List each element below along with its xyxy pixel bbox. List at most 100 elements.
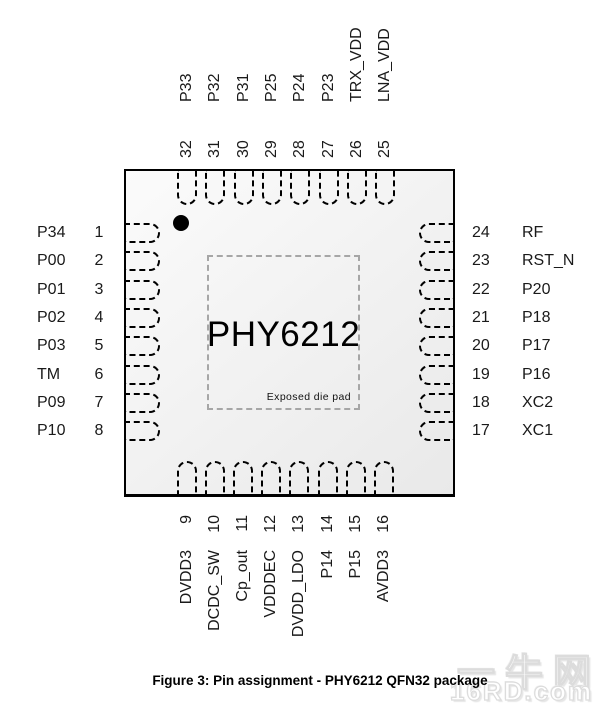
pin-number-5: 5 [94, 337, 104, 355]
pin-name-P10: P10 [37, 422, 66, 440]
pin-number-21: 21 [472, 308, 490, 326]
watermark-cjk: 一牛网 [456, 652, 602, 695]
pin-shape-29 [261, 169, 282, 205]
pin-number-6: 6 [94, 365, 104, 383]
pin-shape-25 [375, 169, 396, 205]
pin-number-27: 27 [319, 140, 337, 158]
pin-number-1: 1 [94, 224, 104, 241]
pin-number-17: 17 [472, 422, 490, 440]
pin-name-P34: P34 [37, 224, 66, 241]
pin-name-P00: P00 [37, 252, 66, 270]
pin-shape-13 [289, 461, 310, 497]
pin-name-P01: P01 [37, 280, 66, 298]
pin-name-P15: P15 [346, 550, 364, 579]
pin-number-18: 18 [472, 393, 490, 411]
pin-name-Cp_out: Cp_out [234, 550, 252, 602]
pin-number-29: 29 [262, 140, 280, 158]
pin1-marker-dot [173, 215, 189, 231]
pin-name-P09: P09 [37, 393, 66, 411]
pin-shape-6 [124, 364, 160, 385]
pin-number-9: 9 [178, 515, 195, 524]
pin-number-2: 2 [94, 252, 104, 270]
pin-shape-14 [317, 461, 338, 497]
pin-shape-24 [419, 223, 455, 243]
pin-shape-31 [205, 169, 226, 205]
pin-number-19: 19 [472, 365, 490, 383]
pin-number-16: 16 [374, 515, 392, 533]
pin-name-P32: P32 [206, 73, 224, 102]
pin-shape-15 [345, 461, 366, 497]
die-pad-label: Exposed die pad [266, 391, 351, 403]
pin-number-10: 10 [206, 515, 224, 533]
figure-caption: Figure 3: Pin assignment - PHY6212 QFN32… [152, 673, 488, 688]
pin-name-XC2: XC2 [522, 393, 554, 411]
pin-shape-11 [233, 461, 254, 497]
pin-shape-28 [290, 169, 311, 205]
pin-name-P02: P02 [37, 308, 66, 326]
pin-name-P24: P24 [291, 73, 309, 102]
pin-number-24: 24 [472, 224, 490, 241]
pin-shape-2 [124, 251, 160, 272]
pin-shape-18 [419, 392, 455, 413]
pin-name-DVDD3: DVDD3 [178, 550, 195, 605]
pin-shape-9 [177, 461, 197, 497]
pin-number-4: 4 [94, 308, 104, 326]
pin-name-TM: TM [37, 365, 61, 383]
exposed-die-pad: PHY6212 Exposed die pad [207, 255, 360, 410]
pin-number-22: 22 [472, 280, 490, 298]
pin-number-20: 20 [472, 337, 490, 355]
pin-shape-19 [419, 364, 455, 385]
watermark-url: 16RD.com [449, 675, 594, 704]
pin-shape-23 [419, 251, 455, 272]
pin-name-P33: P33 [178, 73, 195, 102]
pin-shape-30 [233, 169, 254, 205]
pin-number-13: 13 [290, 515, 308, 533]
pin-name-TRX_VDD: TRX_VDD [347, 27, 365, 102]
pin-shape-22 [419, 279, 455, 300]
pin-number-23: 23 [472, 252, 490, 270]
pin-name-P16: P16 [522, 365, 551, 383]
pin-name-AVDD3: AVDD3 [374, 550, 392, 603]
pin-shape-16 [373, 461, 394, 497]
pin-number-26: 26 [347, 140, 365, 158]
pin-shape-32 [177, 169, 197, 205]
pin-number-31: 31 [206, 140, 224, 158]
pin-shape-8 [124, 421, 160, 442]
pin-name-P25: P25 [262, 73, 280, 102]
pin-name-RST_N: RST_N [522, 252, 575, 270]
pin-name-VDDDEC: VDDDEC [262, 550, 280, 618]
pin-shape-10 [205, 461, 226, 497]
pin-name-DCDC_SW: DCDC_SW [206, 550, 224, 631]
pin-number-11: 11 [234, 515, 252, 532]
pin-name-P17: P17 [522, 337, 551, 355]
pin-number-12: 12 [262, 515, 280, 533]
pin-shape-27 [318, 169, 339, 205]
pin-name-XC1: XC1 [522, 422, 554, 440]
pin-shape-7 [124, 392, 160, 413]
pin-name-LNA_VDD: LNA_VDD [376, 28, 394, 102]
pin-shape-4 [124, 307, 160, 328]
pin-shape-20 [419, 336, 455, 357]
pin-name-DVDD_LDO: DVDD_LDO [290, 550, 308, 638]
pin-shape-17 [419, 421, 455, 442]
pin-name-P18: P18 [522, 308, 551, 326]
pin-number-28: 28 [291, 140, 309, 158]
pin-number-15: 15 [346, 515, 364, 533]
pin-shape-1 [124, 223, 160, 243]
pin-number-7: 7 [94, 393, 104, 411]
pin-number-3: 3 [94, 280, 104, 298]
pin-shape-5 [124, 336, 160, 357]
pin-name-RF: RF [522, 224, 544, 241]
pin-shape-3 [124, 279, 160, 300]
pin-name-P03: P03 [37, 337, 66, 355]
pin-name-P14: P14 [318, 550, 336, 579]
pin-name-P31: P31 [234, 73, 252, 102]
pin-number-14: 14 [318, 515, 336, 533]
pin-name-P23: P23 [319, 73, 337, 102]
pin-shape-12 [261, 461, 282, 497]
pin-name-P20: P20 [522, 280, 551, 298]
pin-number-25: 25 [376, 140, 394, 158]
pin-number-8: 8 [94, 422, 104, 440]
pin-number-30: 30 [234, 140, 252, 158]
